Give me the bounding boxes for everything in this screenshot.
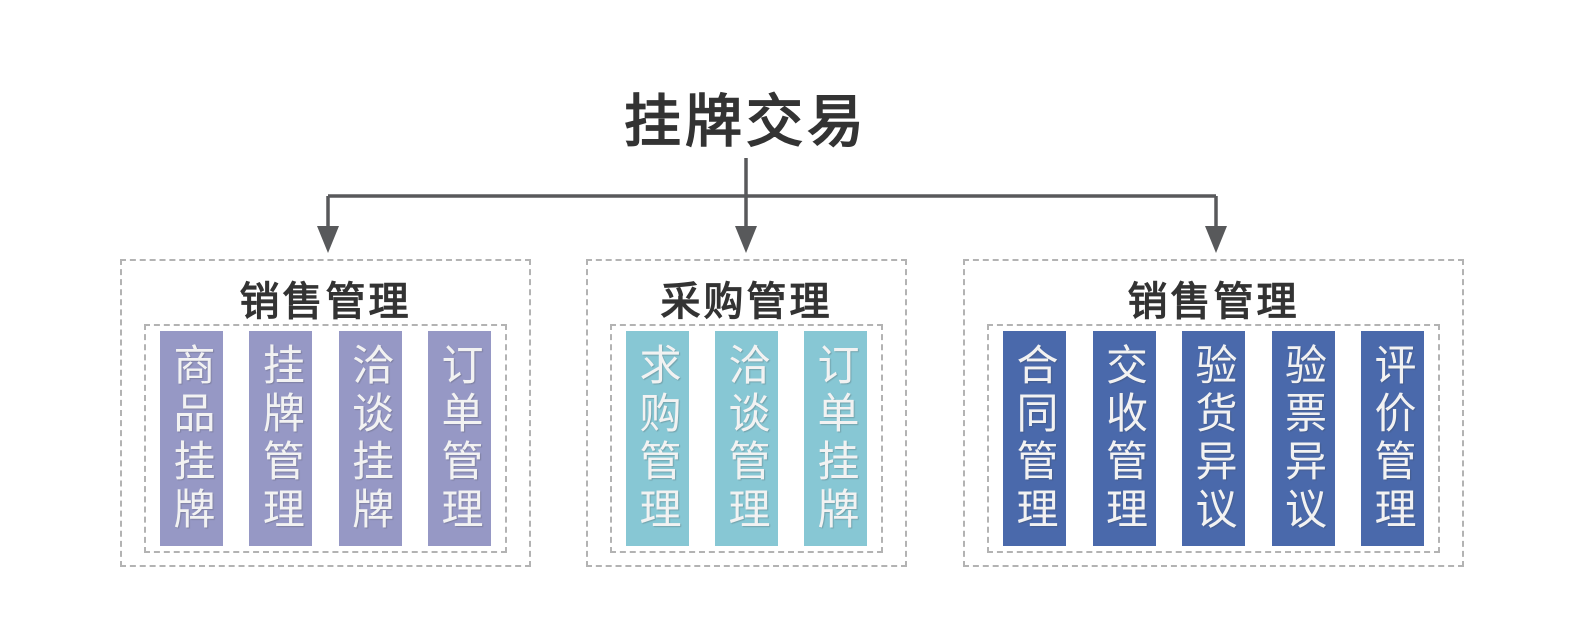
group-header: 销售管理: [1127, 280, 1300, 324]
group-body: 求购管理 洽谈管理 订单挂牌: [610, 324, 883, 553]
group-body: 合同管理 交收管理 验货异议 验票异议 评价管理: [987, 324, 1440, 553]
group-body: 商品挂牌 挂牌管理 洽谈挂牌 订单管理: [144, 324, 507, 553]
module-box: 订单挂牌: [804, 331, 867, 546]
group-header: 销售管理: [239, 280, 412, 324]
module-box: 挂牌管理: [249, 331, 313, 546]
group-box-sales-management-2: 销售管理 合同管理 交收管理 验货异议 验票异议 评价管理: [963, 259, 1464, 567]
arrow-down-icon-center: [735, 226, 757, 253]
module-box: 洽谈挂牌: [338, 331, 402, 546]
module-box: 求购管理: [626, 331, 689, 546]
arrow-down-icon-left: [317, 226, 339, 253]
group-header: 采购管理: [660, 280, 833, 324]
module-box: 合同管理: [1003, 331, 1066, 546]
module-box: 商品挂牌: [160, 331, 223, 546]
arrow-down-icon-right: [1205, 226, 1227, 253]
module-box: 验货异议: [1182, 331, 1245, 546]
module-box: 评价管理: [1361, 331, 1424, 546]
module-box: 订单管理: [427, 331, 491, 546]
diagram-title: 挂牌交易: [624, 90, 868, 154]
group-box-procurement-management: 采购管理 求购管理 洽谈管理 订单挂牌: [586, 259, 907, 567]
module-box: 洽谈管理: [715, 331, 778, 546]
module-box: 交收管理: [1092, 331, 1156, 546]
group-box-sales-management: 销售管理 商品挂牌 挂牌管理 洽谈挂牌 订单管理: [120, 259, 531, 567]
module-box: 验票异议: [1271, 331, 1335, 546]
